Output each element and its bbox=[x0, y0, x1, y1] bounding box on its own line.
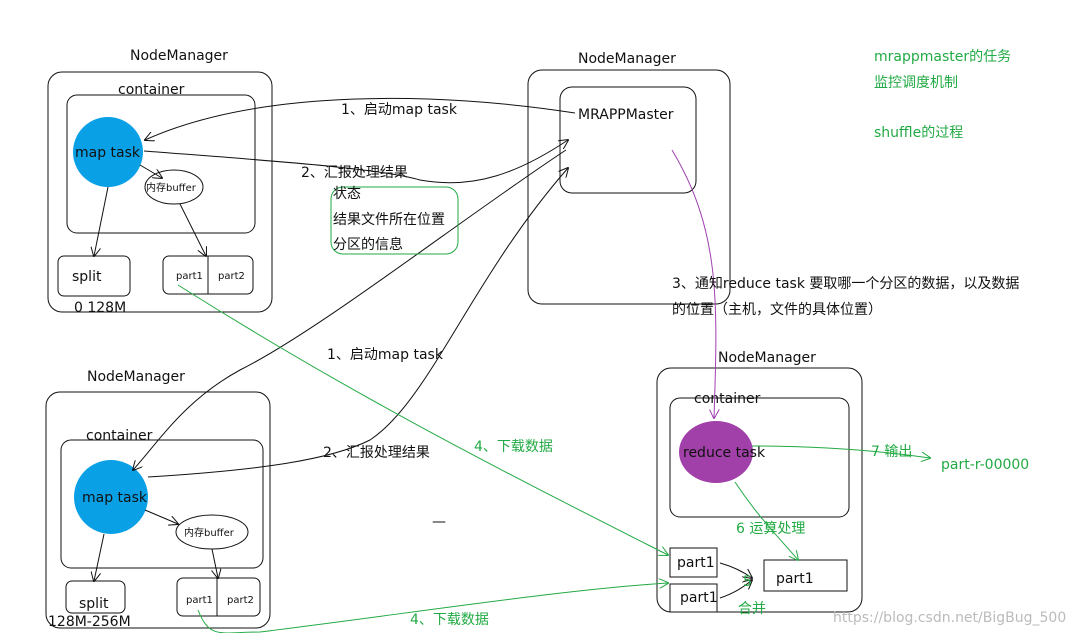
label-download-2: 4、下载数据 bbox=[410, 612, 489, 628]
part1-label-top: part1 bbox=[176, 271, 203, 282]
reduce-task-label: reduce task bbox=[683, 445, 766, 461]
arrow-map-to-split-bottom bbox=[94, 533, 105, 581]
node-title-top-left: NodeManager bbox=[130, 48, 228, 64]
label-report-top: 2、汇报处理结果 bbox=[301, 165, 408, 181]
label-output-file: part-r-00000 bbox=[941, 457, 1029, 473]
container-label-bottom-left: container bbox=[86, 428, 153, 444]
label-status-2: 结果文件所在位置 bbox=[333, 212, 445, 228]
arrow-map-to-buffer-top bbox=[139, 164, 162, 178]
map-task-circle-top bbox=[73, 117, 143, 187]
arrow-buffer-to-part-bottom bbox=[212, 548, 218, 578]
part1-label-bottom: part1 bbox=[186, 595, 213, 606]
node-box-master bbox=[527, 69, 731, 305]
part1-label-a: part1 bbox=[677, 555, 715, 571]
master-label: MRAPPMaster bbox=[578, 107, 674, 123]
map-task-label-top: map task bbox=[75, 145, 141, 161]
label-role-2: 监控调度机制 bbox=[874, 75, 958, 91]
master-inner-box bbox=[559, 86, 697, 194]
label-merge-num: 5 bbox=[743, 574, 752, 590]
arrow-start-map-top bbox=[145, 97, 576, 140]
container-box-top-left bbox=[66, 94, 256, 234]
label-output: 7 输出 bbox=[871, 444, 912, 460]
part1-label-b: part1 bbox=[680, 590, 718, 606]
arrow-report-bottom bbox=[147, 168, 568, 478]
arrow-output bbox=[751, 445, 930, 458]
part1-box-b bbox=[669, 583, 718, 613]
node-box-reducer bbox=[656, 367, 863, 613]
label-merge: 合并 bbox=[738, 601, 766, 617]
map-task-label-bottom: map task bbox=[82, 490, 148, 506]
arrow-report-top bbox=[143, 140, 568, 184]
arrow-start-map-bottom bbox=[133, 149, 567, 470]
merged-part-box bbox=[763, 559, 848, 592]
label-download-1: 4、下载数据 bbox=[474, 439, 553, 455]
arrow-map-to-split-top bbox=[94, 186, 109, 256]
arrow-download-2 bbox=[197, 583, 668, 633]
label-shuffle: shuffle的过程 bbox=[874, 125, 963, 141]
label-status-1: 状态 bbox=[333, 186, 361, 202]
node-title-master: NodeManager bbox=[578, 51, 676, 67]
reduce-task-circle bbox=[679, 421, 753, 483]
map-task-circle-bottom bbox=[74, 460, 148, 534]
label-start-map-bottom: 1、启动map task bbox=[327, 347, 444, 363]
container-label-reducer: container bbox=[694, 391, 761, 407]
arrow-map-to-buffer-bottom bbox=[144, 509, 178, 524]
status-box bbox=[330, 186, 459, 255]
label-start-map-top: 1、启动map task bbox=[341, 102, 458, 118]
node-box-top-left bbox=[47, 71, 273, 313]
label-compute: 6 运算处理 bbox=[736, 521, 805, 537]
label-dash: — bbox=[432, 514, 446, 530]
label-role-1: mrappmaster的任务 bbox=[874, 49, 1011, 65]
buffer-label-bottom: 内存buffer bbox=[184, 526, 235, 539]
split-label-top: split bbox=[72, 269, 102, 285]
arrow-merge-b bbox=[719, 580, 752, 599]
container-box-reducer bbox=[669, 397, 850, 518]
label-notify-1: 3、通知reduce task 要取哪一个分区的数据，以及数据 bbox=[672, 275, 1019, 292]
node-title-bottom-left: NodeManager bbox=[87, 369, 185, 385]
label-notify-2: 的位置（主机，文件的具体位置） bbox=[672, 302, 882, 318]
part1-box-a bbox=[669, 547, 718, 578]
container-box-bottom-left bbox=[60, 439, 264, 569]
arrow-compute bbox=[734, 481, 798, 560]
label-status-3: 分区的信息 bbox=[333, 236, 403, 253]
range-label-top: 0 128M bbox=[74, 300, 126, 316]
part2-label-bottom: part2 bbox=[227, 595, 254, 606]
container-label-top-left: container bbox=[118, 82, 185, 98]
arrow-notify-reduce bbox=[671, 149, 716, 418]
split-label-bottom: split bbox=[79, 596, 109, 612]
arrow-merge-a bbox=[719, 562, 752, 578]
range-label-bottom: 128M-256M bbox=[48, 614, 131, 630]
buffer-label-top: 内存buffer bbox=[146, 181, 197, 194]
label-report-bottom: 2、汇报处理结果 bbox=[323, 445, 430, 461]
part2-label-top: part2 bbox=[218, 271, 245, 282]
node-box-bottom-left bbox=[45, 391, 271, 629]
watermark: https://blog.csdn.net/BigBug_500 bbox=[833, 610, 1066, 626]
arrow-download-1 bbox=[177, 284, 668, 555]
arrow-buffer-to-part-top bbox=[179, 203, 206, 256]
node-title-reducer: NodeManager bbox=[718, 350, 816, 366]
merged-part-label: part1 bbox=[776, 571, 814, 587]
